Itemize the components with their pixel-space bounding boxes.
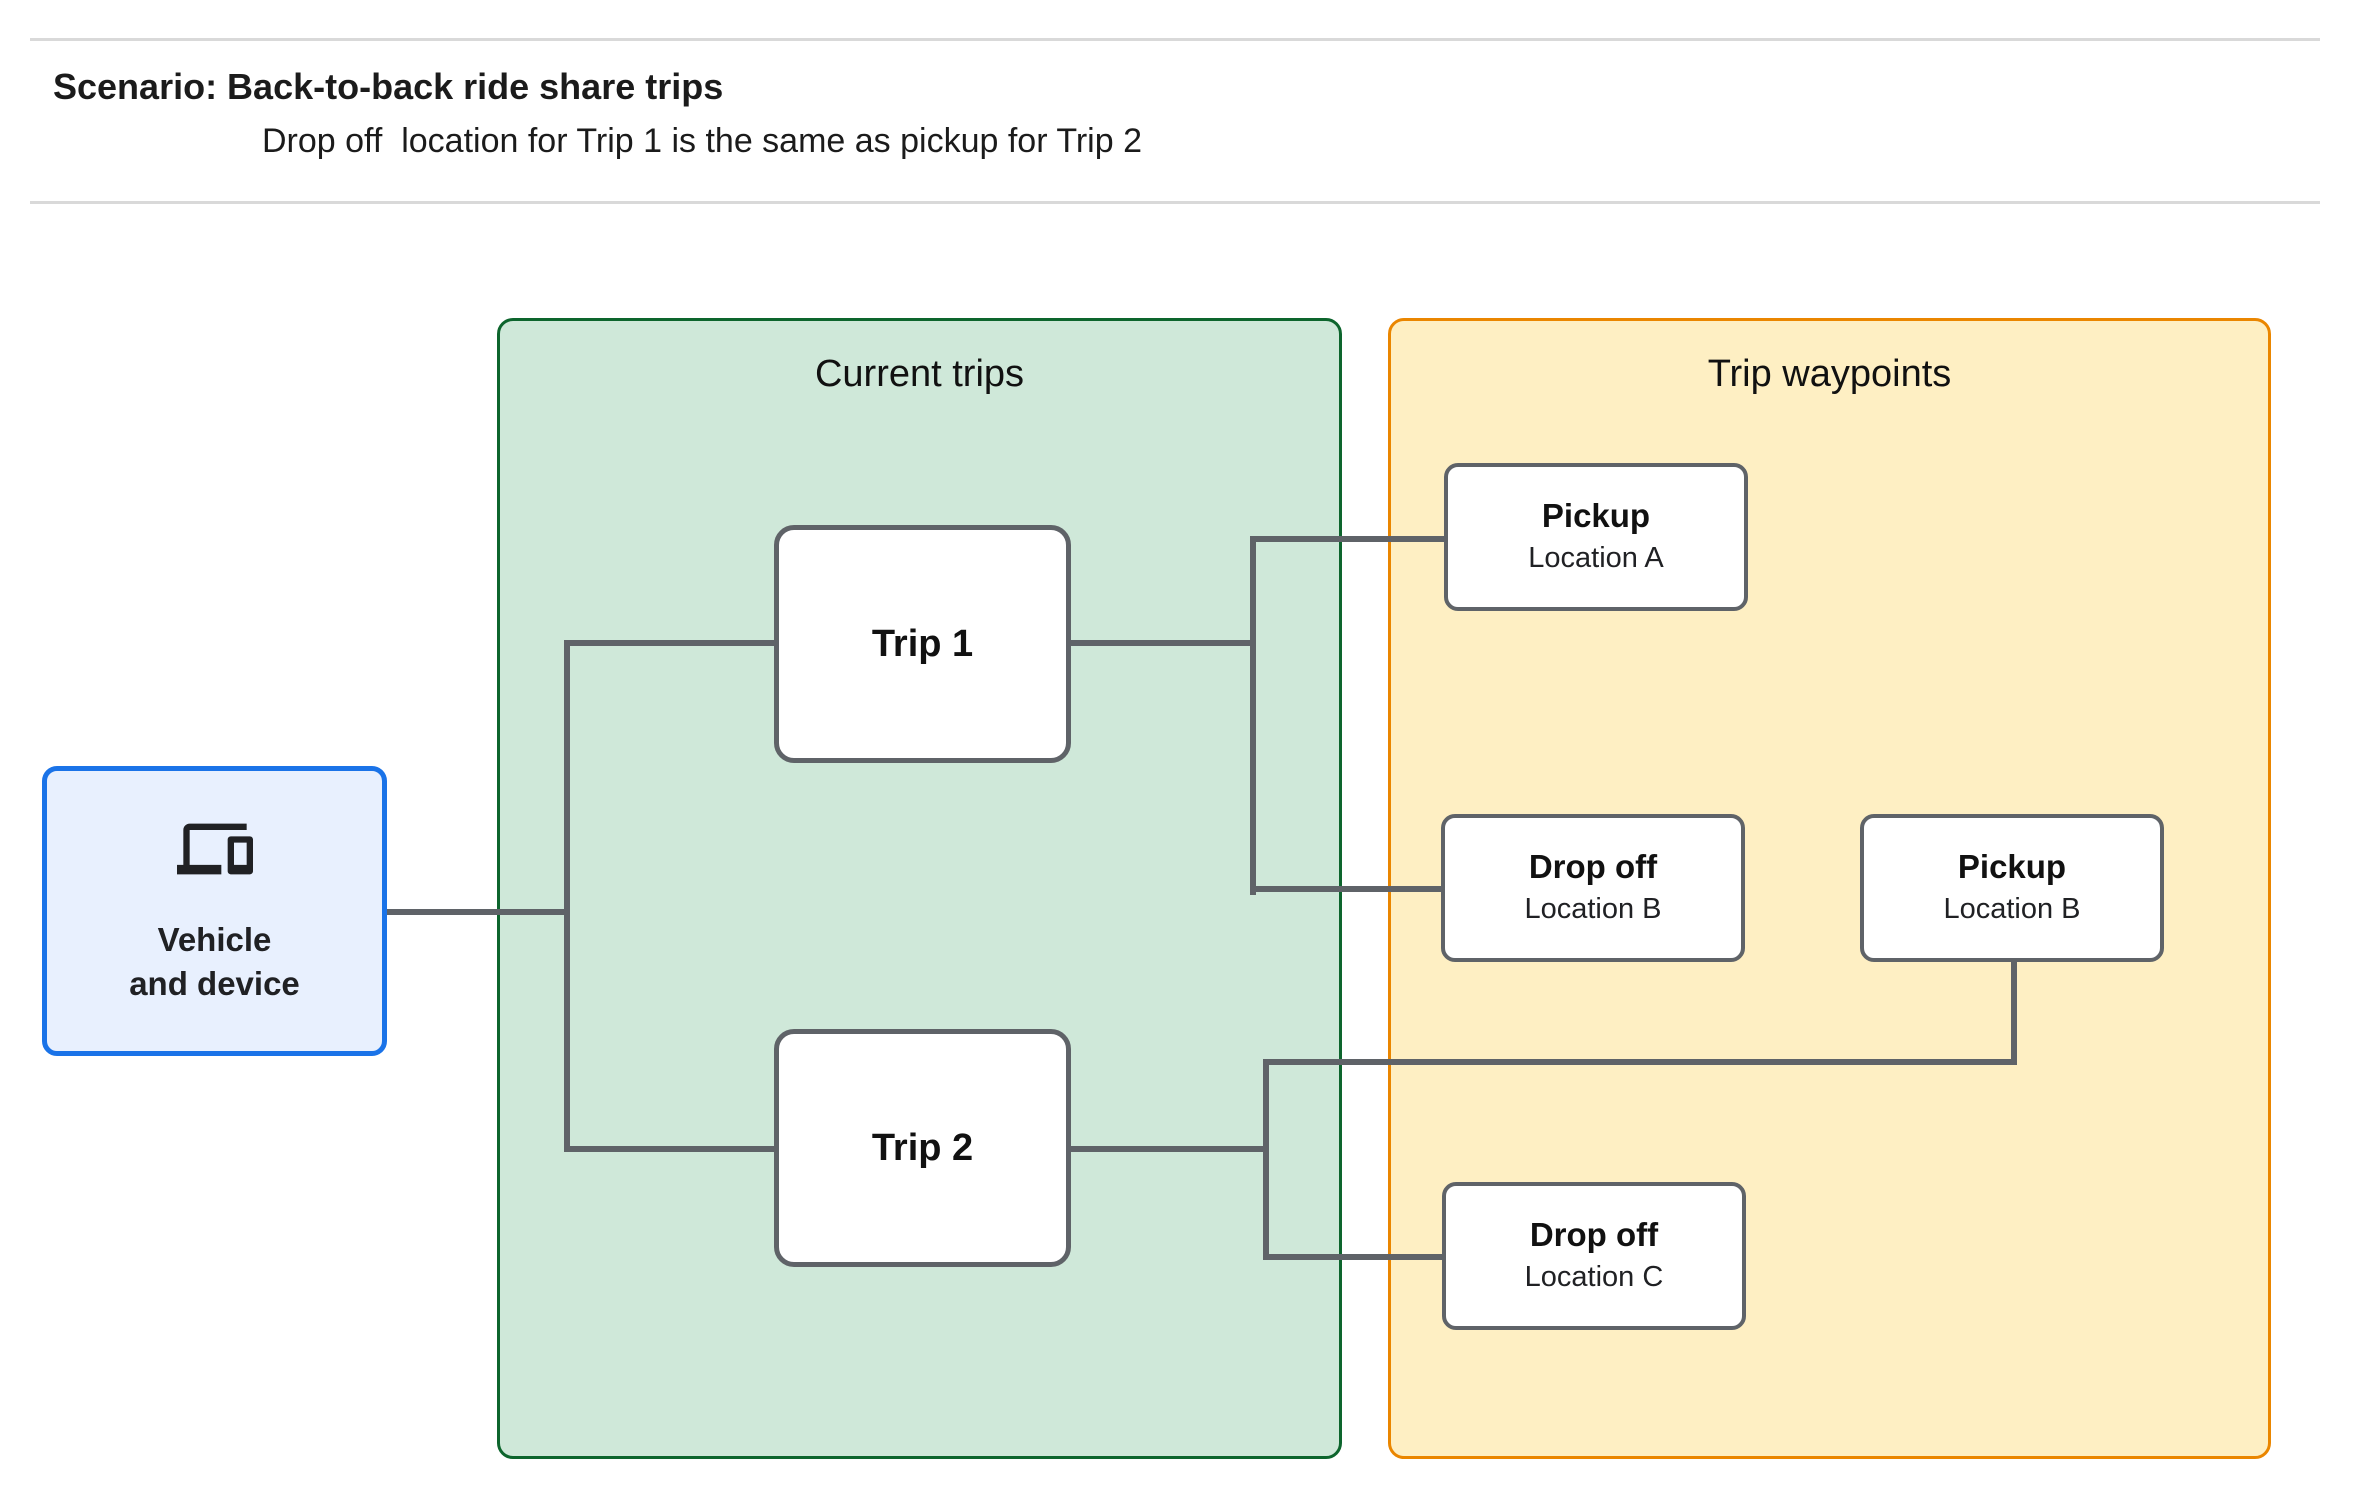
- waypoint-dropoff-location-c: Drop off Location C: [1442, 1182, 1746, 1330]
- current-trips-title: Current trips: [814, 353, 1025, 395]
- page-title: Scenario: Back-to-back ride share trips: [53, 66, 724, 107]
- connector-left-trunk: [564, 640, 570, 1152]
- waypoint-pickup-location-a: Pickup Location A: [1444, 463, 1748, 611]
- header-divider: [30, 201, 2320, 204]
- waypoint-type: Drop off: [1528, 848, 1658, 886]
- devices-icon: [169, 811, 261, 892]
- waypoint-location: Location C: [1524, 1260, 1664, 1293]
- waypoint-dropoff-location-b: Drop off Location B: [1441, 814, 1745, 962]
- connector-to-dropoff-b: [1253, 886, 1441, 892]
- connector-trunk-trip1: [567, 640, 774, 646]
- connector-trunk-trip2: [567, 1146, 774, 1152]
- vehicle-label-line2: and device: [129, 964, 300, 1002]
- waypoint-type: Drop off: [1529, 1216, 1659, 1254]
- connector-trip2-split: [1263, 1059, 1269, 1260]
- trip-2-label: Trip 2: [871, 1126, 974, 1169]
- connector-trip1-split: [1250, 536, 1256, 895]
- top-divider: [30, 38, 2320, 41]
- connector-to-pickup-b: [1266, 1059, 2014, 1065]
- trip-1-node: Trip 1: [774, 525, 1071, 763]
- waypoint-location: Location B: [1524, 892, 1662, 925]
- connector-to-dropoff-c: [1266, 1254, 1442, 1260]
- vehicle-label-line1: Vehicle: [157, 920, 272, 958]
- connector-pickup-b-drop: [2011, 960, 2017, 1065]
- page-subtitle: Drop off location for Trip 1 is the same…: [262, 122, 1142, 160]
- trip-1-label: Trip 1: [871, 622, 974, 665]
- waypoint-location: Location A: [1528, 541, 1664, 574]
- connector-trip2-out: [1071, 1146, 1269, 1152]
- connector-to-pickup-a: [1253, 536, 1444, 542]
- waypoint-pickup-location-b: Pickup Location B: [1860, 814, 2164, 962]
- trip-2-node: Trip 2: [774, 1029, 1071, 1267]
- current-trips-container: Current trips: [497, 318, 1342, 1459]
- trip-waypoints-title: Trip waypoints: [1707, 353, 1952, 395]
- waypoint-type: Pickup: [1541, 497, 1651, 535]
- vehicle-and-device-node: Vehicle and device: [42, 766, 387, 1056]
- connector-trip1-out: [1071, 640, 1256, 646]
- waypoint-type: Pickup: [1957, 848, 2067, 886]
- waypoint-location: Location B: [1943, 892, 2081, 925]
- connector-vehicle-trunk: [387, 909, 570, 915]
